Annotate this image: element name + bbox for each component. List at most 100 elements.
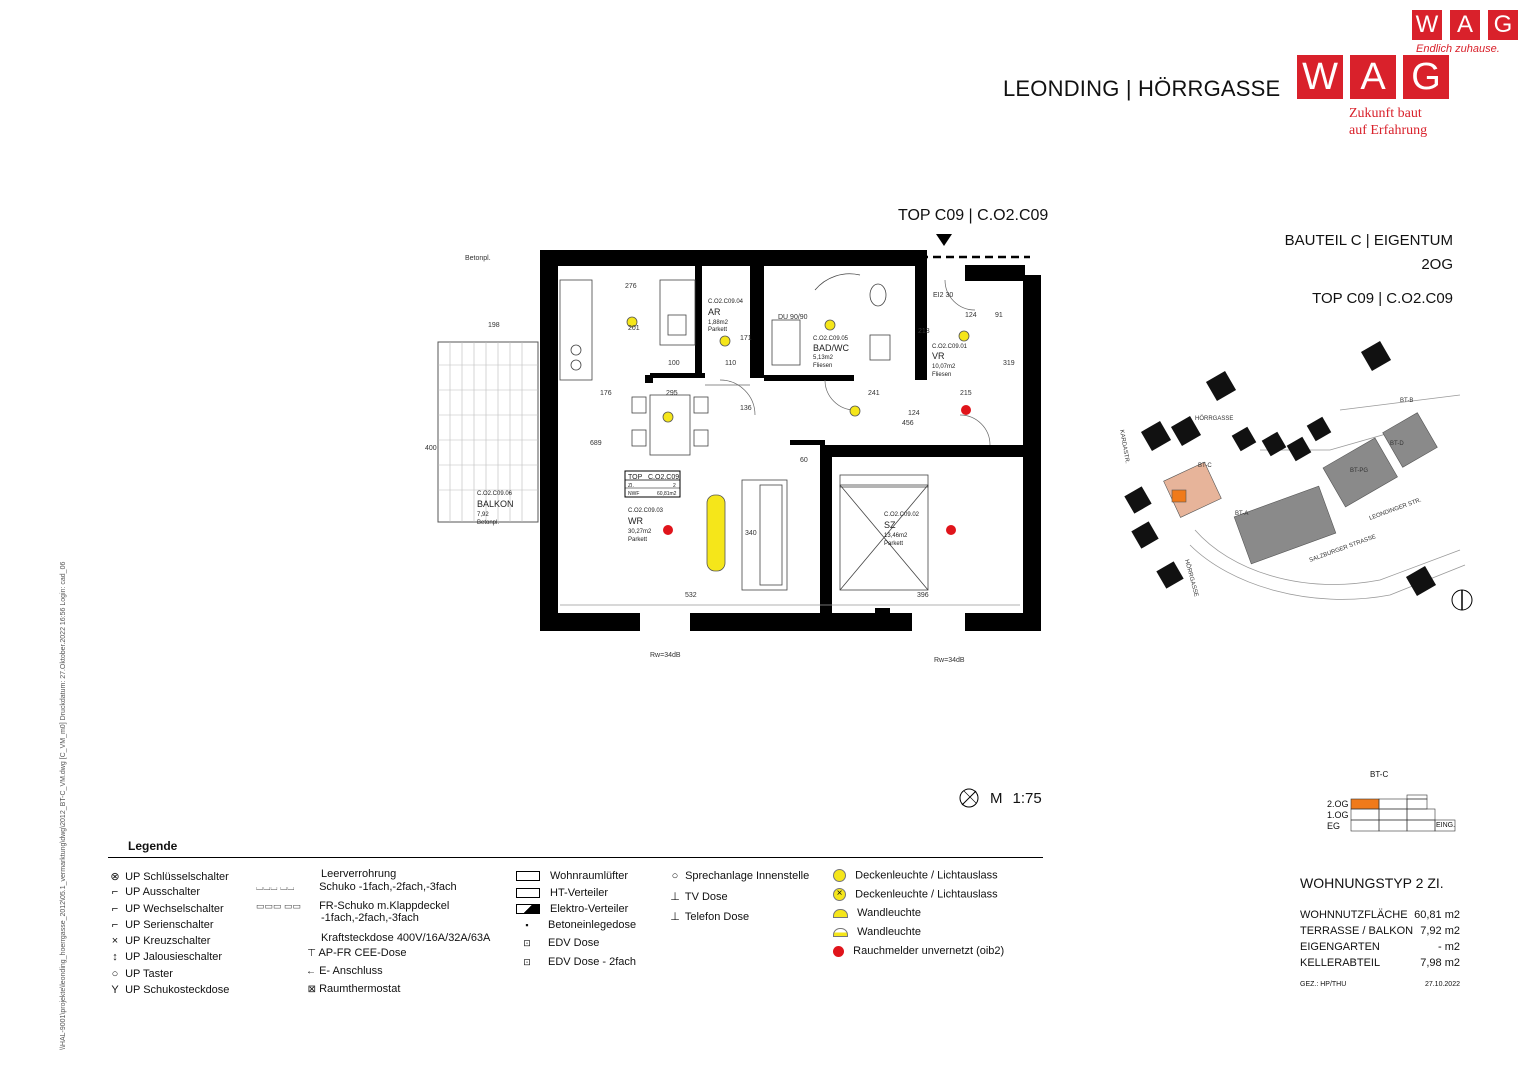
part-bt-d: BT-D [1390,441,1404,447]
north-arrow-icon [1451,589,1473,611]
room-balkon-floor: Betonpl. [477,520,499,526]
dim-60: 60 [800,457,808,464]
room-bad-name: BAD/WC [813,343,850,353]
label-rw-1: Rw=34dB [650,652,681,659]
legend-item: Rauchmelder unvernetzt (oib2) [833,945,1004,964]
wall-light-alt-icon [833,927,848,937]
top-box-zi: 2 [673,483,676,489]
room-ar-name: AR [708,307,721,317]
dim-396: 396 [917,592,929,599]
top-box-nwf: 60,81m2 [657,491,677,497]
dim-91: 91 [995,312,1003,319]
edv-socket-icon: ⊡ [523,938,531,948]
sofa [741,479,788,591]
legend-item: ⊥ TV Dose [668,890,809,910]
legend-item: ⊥ Telefon Dose [668,910,809,930]
dim-400: 400 [425,445,437,452]
legend-item: Wandleuchte [833,907,1004,926]
floor-indicator-title: BT-C [1370,770,1389,779]
room-ar-floor: Parkett [708,327,727,333]
room-vr-name: VR [932,351,945,361]
floor-plan: 276 201 100 110 171 241 215 91 213 319 1… [425,250,1041,664]
legend-item: × Deckenleuchte / Lichtauslass [833,888,1004,907]
floor-label-1og: 1.OG [1327,810,1349,820]
e-connection-icon: ← [306,966,316,977]
street-kardastr: KARDASTR. [1118,429,1130,464]
legend-item: ⊠ Raumthermostat [256,983,490,999]
building-parts [1163,412,1438,565]
floor-indicator: BT-C 2.OG 1.OG EG EING. [1320,770,1460,840]
legend-item: × UP Kreuzschalter [108,935,229,951]
room-wr-area: 30,27m2 [628,529,652,535]
apartment-type: WOHNUNGSTYP 2 ZI. [1300,875,1444,891]
main-logo: W A G Zukunft baut auf Erfahrung [1297,55,1457,145]
legend-item: ⌐ UP Wechselschalter [108,903,229,919]
room-bad-floor: Fliesen [813,363,832,369]
dim-198: 198 [488,322,500,329]
fr-schuko-icon: ▭▭▭ ▭▭ [256,901,302,911]
intercom-icon: ○ [671,870,679,882]
socket-icon: Y [111,984,119,997]
room-sz-floor: Parkett [884,541,903,547]
dim-532: 532 [685,592,697,599]
street-leondinger: LEONDINGER STR. [1369,497,1423,522]
dim-110: 110 [725,360,736,367]
logo-letter-a-big: A [1350,55,1396,99]
scale-label: M [990,789,1003,807]
part-bt-b: BT-B [1400,398,1413,404]
buildings [1124,340,1437,597]
street-hoerrgasse-top: HÖRRGASSE [1195,415,1233,422]
dim-295: 295 [666,390,678,397]
floor-grid [1350,794,1456,832]
legend-item: ← E- Anschluss [256,965,490,983]
ventilator-icon [516,871,540,882]
top-right-label: TOP C09 | C.O2.C09 [1312,290,1453,307]
legend-item: ○ UP Taster [108,968,229,984]
top-arrow-icon [936,234,952,246]
room-ar-area: 1,88m2 [708,320,729,326]
dim-136: 136 [740,405,752,412]
street-hoerrgasse-bottom: HÖRRGASSE [1183,559,1200,598]
series-switch-icon: ⌐ [111,918,119,931]
wall-light-icon [833,908,848,918]
top-box-nwf-label: NWF [628,491,639,497]
kitchen [559,279,696,381]
legend-title: Legende [128,839,178,853]
legend-item: -1fach,-2fach,-3fach [321,912,419,924]
legend-item: ⊤ AP-FR CEE-Dose [256,947,490,965]
dim-213: 213 [918,328,930,335]
cross-switch-icon: × [111,935,119,948]
legend-col-switches: ⊗ UP Schlüsselschalter ⌐ UP Ausschalter … [108,870,229,1000]
legend-divider [108,857,1043,858]
inner-walls [645,266,1025,615]
dim-456: 456 [902,420,914,427]
legend: Legende ⊗ UP Schlüsselschalter ⌐ UP Auss… [108,838,1043,1008]
bed [839,474,929,591]
dim-340: 340 [745,530,757,537]
legend-item: ⊗ UP Schlüsselschalter [108,870,229,886]
room-sz-name: SZ [884,520,896,530]
legend-item: Wohnraumlüfter [516,870,636,887]
part-bt-c: BT-C [1198,463,1212,469]
cee-socket-icon: ⊤ [307,948,316,959]
logo-letter-w-big: W [1297,55,1343,99]
ht-distributor-icon [516,888,540,899]
legend-item: ▪Betoneinlegedose [516,919,636,937]
room-vr-code: C.O2.C09.01 [932,344,968,350]
legend-col-communication: ○ Sprechanlage Innenstelle ⊥ TV Dose ⊥ T… [668,870,809,930]
dim-176: 176 [600,390,612,397]
legend-item: ⌴⌴⌴ ⌴⌴ Schuko -1fach,-2fach,-3fach [256,881,457,893]
top-box-code: C.O2.C09 [648,474,679,481]
dim-124b: 124 [908,410,920,417]
legend-item: ⊡EDV Dose [516,937,636,956]
legend-item: Leerverrohrung [321,868,397,880]
concrete-box-icon: ▪ [525,920,529,930]
label-du: DU 90/90 [778,314,808,321]
legend-item: ↕ UP Jalousieschalter [108,951,229,967]
room-ar-code: C.O2.C09.04 [708,299,744,305]
smoke-detectors [663,405,971,535]
north-arrow-icon-small [959,788,979,808]
blind-switch-icon: ↕ [112,951,118,964]
top-info-box [624,470,681,498]
